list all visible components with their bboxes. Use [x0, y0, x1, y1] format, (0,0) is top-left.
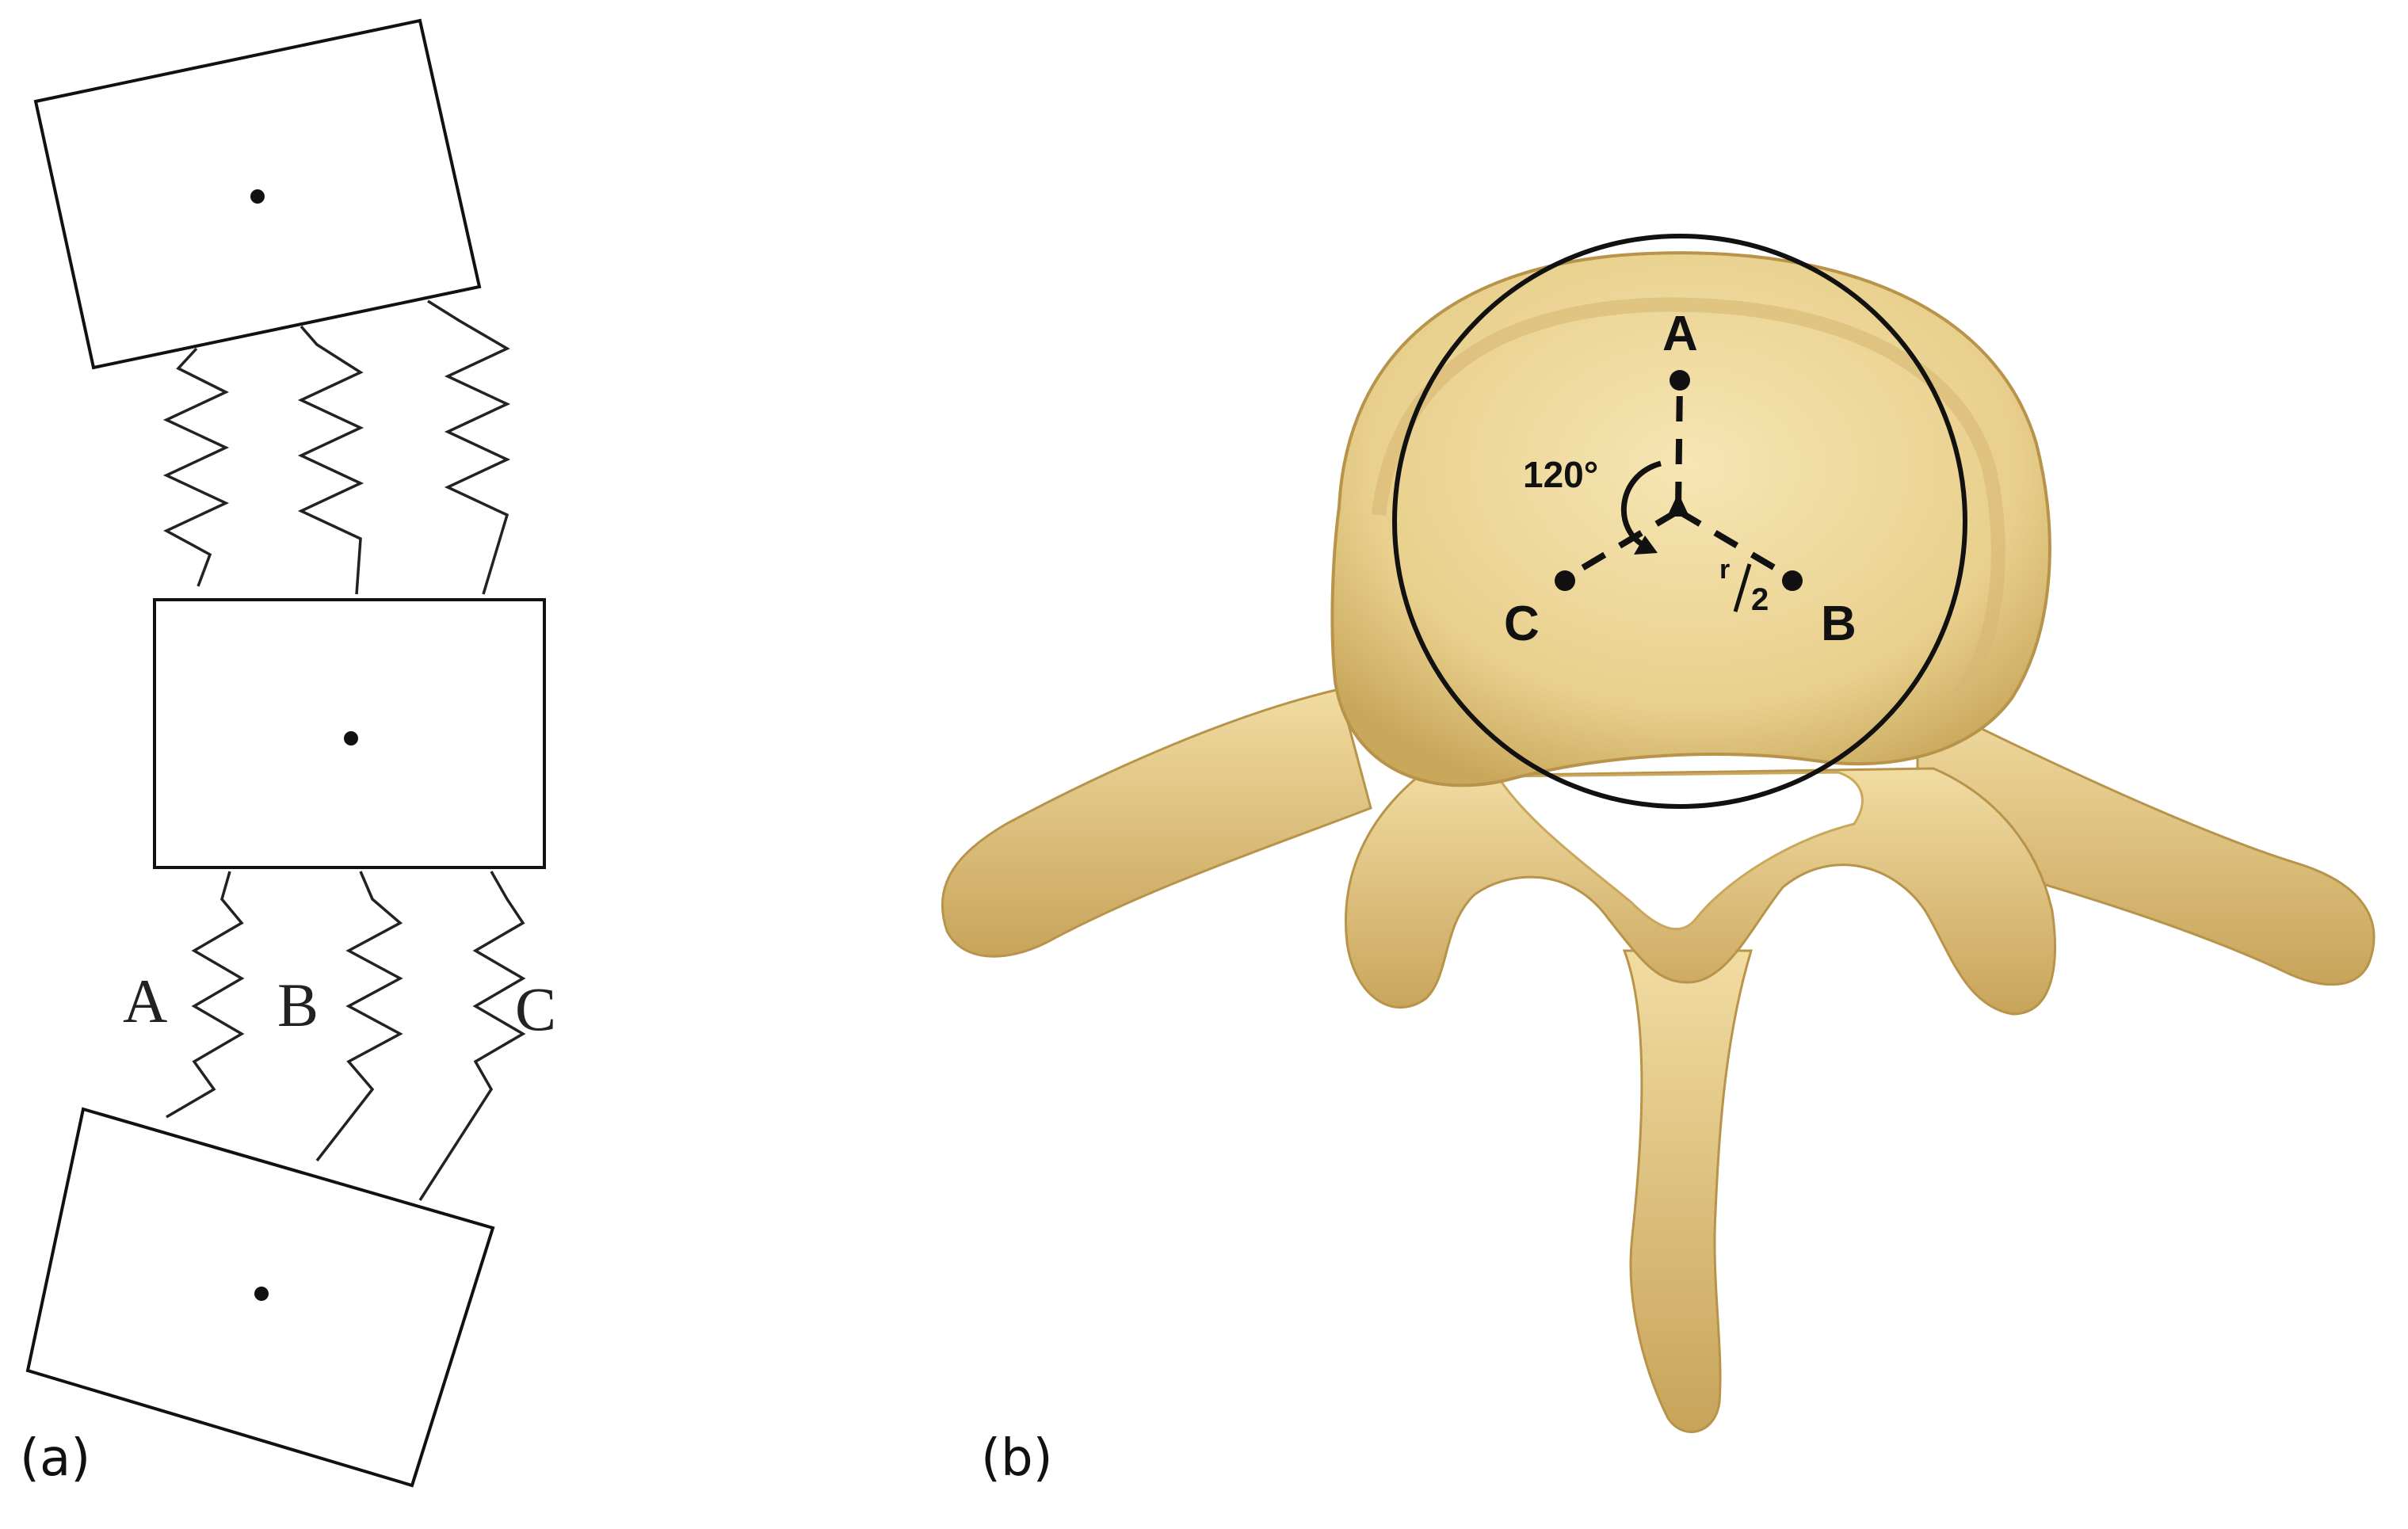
radius-label-denominator: 2 — [1751, 582, 1769, 617]
dashed-line-c — [1563, 508, 1681, 581]
panel-label-a: (a) — [20, 1429, 90, 1488]
transverse-process-left — [941, 688, 1372, 958]
overlay-circle — [1392, 234, 1967, 809]
radius-label-slash — [1733, 563, 1752, 612]
radius-label-numerator: r — [1719, 555, 1730, 585]
panel-a: A B C (a) — [20, 18, 556, 1488]
point-b-dot — [1782, 570, 1803, 591]
lower-spring-b — [315, 871, 403, 1162]
dashed-line-a — [1675, 379, 1683, 508]
point-label-c: C — [1504, 597, 1540, 651]
angle-label: 120° — [1523, 454, 1598, 495]
point-c-dot — [1555, 570, 1575, 591]
upper-spring-a — [162, 347, 230, 587]
vertebral-body-rim — [1372, 297, 2005, 702]
lower-springs — [166, 871, 526, 1201]
dashed-radii — [1563, 379, 1795, 581]
spring-label-b: B — [277, 970, 319, 1039]
spring-label-a: A — [123, 967, 167, 1035]
transverse-process-right — [1916, 695, 2376, 986]
middle-vertebra-block — [153, 598, 546, 869]
spring-label-c: C — [515, 974, 556, 1043]
middle-block-center-dot — [344, 731, 358, 745]
angle-arc — [1620, 460, 1662, 550]
vertebra-illustration — [941, 251, 2376, 1433]
upper-springs — [162, 299, 511, 595]
panel-label-b: (b) — [981, 1429, 1053, 1488]
top-block-center-dot — [250, 189, 265, 204]
top-vertebra-block — [33, 18, 482, 370]
center-marker — [1667, 493, 1689, 517]
dashed-line-b — [1676, 508, 1795, 581]
lower-spring-c — [418, 871, 526, 1201]
panel-b: A B C 120° r 2 (b) — [941, 234, 2376, 1488]
bottom-block-center-dot — [254, 1287, 269, 1301]
vertebral-foramen — [1495, 771, 1864, 931]
upper-spring-b — [297, 325, 364, 595]
lower-spring-a — [166, 871, 245, 1119]
spinous-process — [1622, 949, 1754, 1433]
angle-arrowhead — [1634, 536, 1658, 555]
point-a-dot — [1670, 370, 1690, 391]
point-label-b: B — [1821, 597, 1857, 651]
point-label-a: A — [1662, 307, 1698, 361]
upper-spring-c — [427, 299, 511, 595]
bottom-vertebra-block — [25, 1107, 495, 1488]
